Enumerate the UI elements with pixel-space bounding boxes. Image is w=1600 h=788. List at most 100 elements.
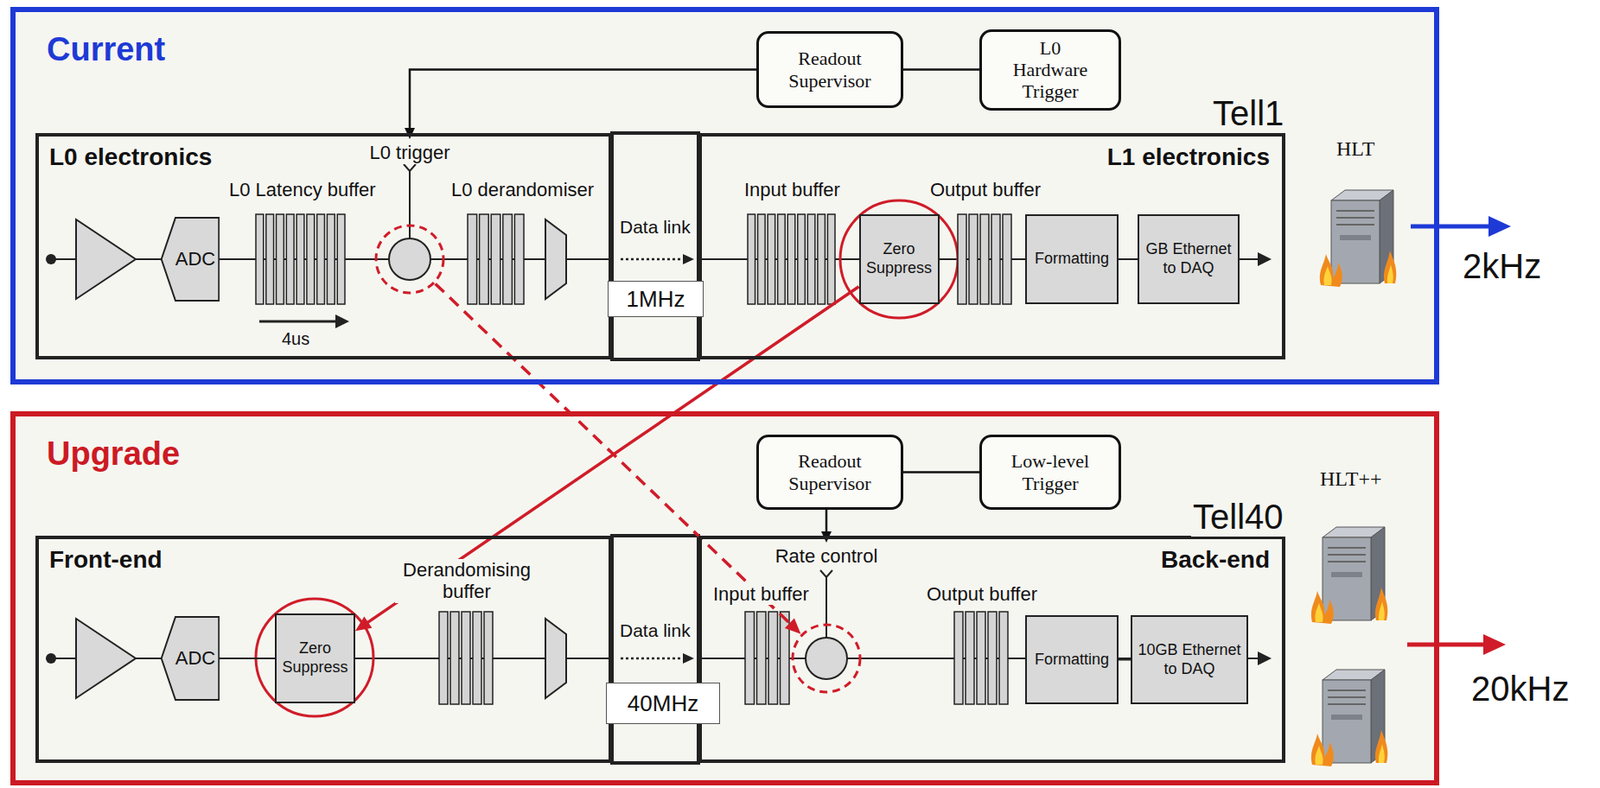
section-heading: L0 electronics bbox=[49, 143, 212, 172]
rate-box: 40MHz bbox=[605, 682, 721, 725]
section-panel: Current Readout Supervisor L0 Hardware Tri… bbox=[10, 6, 1440, 385]
buffer-cell bbox=[768, 611, 778, 705]
section-heading: L1 electronics bbox=[1107, 143, 1270, 172]
buffer-cell bbox=[797, 214, 806, 305]
section-heading: Upgrade bbox=[46, 435, 180, 473]
buffer-cell bbox=[514, 214, 524, 305]
buffer-cell bbox=[965, 611, 975, 705]
connector-line bbox=[903, 471, 980, 474]
buffer-cell bbox=[817, 214, 826, 305]
buffer-cell bbox=[286, 214, 294, 305]
connector bbox=[1118, 259, 1138, 261]
buffer-cell bbox=[745, 611, 755, 705]
buffer-label: L0 derandomiser bbox=[449, 178, 596, 201]
rate-box: 1MHz bbox=[607, 280, 704, 318]
trigger-point: L0 trigger bbox=[374, 223, 446, 295]
connector bbox=[903, 471, 980, 473]
process-box: GB Ethernet to DAQ bbox=[1137, 214, 1240, 305]
trigger-point: Rate control bbox=[790, 623, 862, 695]
trigger-circle bbox=[790, 623, 862, 695]
section-heading: Front-end bbox=[49, 546, 163, 574]
buffer-cell bbox=[999, 611, 1008, 705]
box-label: Readout Supervisor bbox=[767, 47, 893, 92]
trigger-label: Rate control bbox=[773, 545, 880, 568]
arrow-head bbox=[355, 616, 372, 632]
buffer-cell bbox=[479, 214, 490, 305]
farm-label: HLT bbox=[1334, 137, 1377, 162]
connector-line bbox=[825, 509, 829, 536]
buffer-cell bbox=[306, 214, 315, 305]
trigger-box: Low-level Trigger bbox=[979, 434, 1122, 510]
board-name: Tell1 bbox=[1211, 93, 1286, 134]
buffer-cell bbox=[337, 214, 345, 305]
buffer-cell bbox=[976, 611, 986, 705]
connector-line bbox=[409, 70, 757, 132]
buffer-cell bbox=[484, 611, 493, 705]
connector-line bbox=[903, 68, 980, 71]
trigger-circle bbox=[374, 223, 446, 295]
connector bbox=[903, 69, 980, 71]
buffer-cell bbox=[988, 611, 997, 705]
link-label: Data link bbox=[618, 216, 693, 238]
buffer-cell bbox=[326, 214, 335, 305]
trigger-label: L0 trigger bbox=[368, 141, 453, 165]
connector-line bbox=[1118, 659, 1131, 662]
adc-symbol: ADC bbox=[160, 216, 220, 302]
trigger-box: L0 Hardware Trigger bbox=[979, 29, 1122, 111]
connector-line bbox=[1118, 258, 1138, 261]
buffer-cell bbox=[450, 611, 459, 705]
buffer-cell bbox=[991, 214, 1001, 305]
supervisor-box: Readout Supervisor bbox=[756, 434, 904, 510]
connector-line bbox=[219, 657, 275, 660]
buffer-cell bbox=[503, 214, 513, 305]
buffer-label: Derandomising buffer bbox=[395, 559, 539, 604]
link-label: Data link bbox=[618, 620, 693, 642]
process-box: Zero Suppress bbox=[274, 613, 356, 704]
buffer-cell bbox=[255, 214, 264, 305]
buffer-label: Input buffer bbox=[742, 178, 842, 201]
buffer-cell bbox=[266, 214, 275, 305]
box-label: Readout Supervisor bbox=[767, 450, 893, 495]
connector bbox=[219, 658, 275, 660]
box-label: 10GB Ethernet to DAQ bbox=[1135, 641, 1244, 679]
rate-label: 20kHz bbox=[1469, 669, 1571, 709]
box-label: L0 Hardware Trigger bbox=[1002, 37, 1098, 103]
box-label: ADC bbox=[175, 248, 216, 271]
buffer-cell bbox=[954, 611, 963, 705]
buffer-cell bbox=[317, 214, 326, 305]
buffer-label: Output buffer bbox=[924, 583, 1040, 606]
buffer-cell bbox=[827, 214, 836, 305]
latency-label: 4us bbox=[280, 329, 312, 350]
buffer-cell bbox=[757, 611, 767, 705]
buffer-cell bbox=[980, 214, 989, 305]
box-label: Formatting bbox=[1034, 249, 1110, 269]
connector bbox=[404, 70, 757, 141]
box-label: Zero Suppress bbox=[280, 639, 351, 677]
arrow-head bbox=[784, 618, 802, 634]
buffer-cell bbox=[1002, 214, 1012, 305]
buffer-cell bbox=[968, 214, 978, 305]
farm-label: HLT++ bbox=[1318, 467, 1384, 492]
electronics-box: L1 electronicsZero Suppress Formatting GB … bbox=[698, 133, 1286, 360]
buffer-cell bbox=[957, 214, 967, 305]
rate-label: 2kHz bbox=[1460, 246, 1543, 287]
box-label: 40MHz bbox=[627, 690, 699, 718]
process-box: Zero Suppress bbox=[859, 214, 940, 305]
process-box: Formatting bbox=[1025, 214, 1119, 305]
box-label: 1MHz bbox=[626, 286, 686, 313]
box-label: Low-level Trigger bbox=[1002, 450, 1098, 495]
buffer-label: L0 Latency buffer bbox=[227, 178, 378, 201]
supervisor-box: Readout Supervisor bbox=[756, 31, 904, 109]
buffer-cell bbox=[296, 214, 305, 305]
buffer-cell bbox=[777, 214, 786, 305]
section-heading: Current bbox=[46, 31, 166, 69]
buffer-cell bbox=[439, 611, 448, 705]
buffer-label: Input buffer bbox=[711, 583, 811, 606]
buffer-cell bbox=[490, 214, 501, 305]
buffer-cell bbox=[807, 214, 816, 305]
adc-symbol: ADC bbox=[160, 616, 220, 702]
buffer-cell bbox=[758, 214, 766, 305]
box-label: GB Ethernet to DAQ bbox=[1142, 240, 1235, 278]
